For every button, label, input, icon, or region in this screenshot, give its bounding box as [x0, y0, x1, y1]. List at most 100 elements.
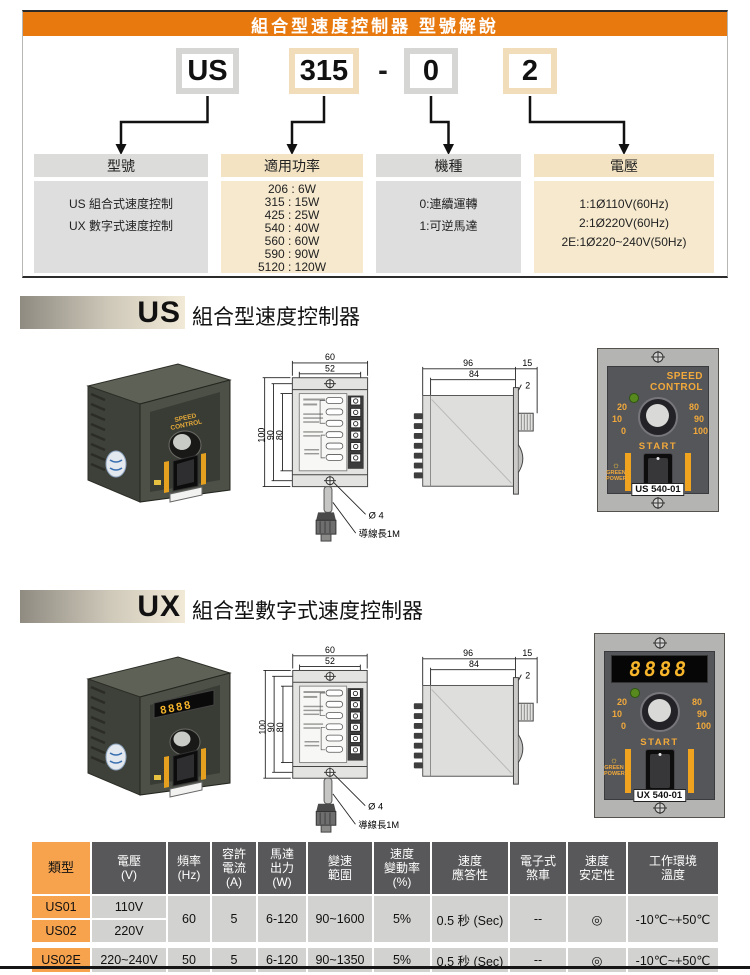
dim-15: 15 [522, 648, 532, 658]
screw-icon [652, 637, 667, 649]
category-option: 5120 : 120W [257, 260, 327, 274]
dim-100: 100 [257, 720, 267, 735]
spec-header-cell: 工作環境 溫度 [628, 842, 718, 894]
scale-label: 10 [612, 414, 623, 424]
hole-dim-label: Ø 4 [368, 802, 383, 812]
spec-cell-voltage: 110V [92, 896, 166, 918]
us-section-title: 組合型速度控制器 [192, 306, 360, 329]
category-option: 1:可逆馬達 [419, 219, 478, 233]
photo-speed-label: SPEED [174, 412, 197, 423]
scale-label: 0 [621, 426, 627, 436]
model-segment-voltage: 2 [503, 48, 557, 94]
dim-84: 84 [469, 369, 479, 379]
brand-sticker [105, 450, 127, 478]
scale-label: 80 [691, 697, 702, 707]
screw-icon [651, 351, 665, 363]
display-digits: 8888 [627, 657, 692, 681]
category-columns: 型號 US 組合式速度控制 UX 數字式速度控制 適用功率 206 : 6W 3… [34, 154, 714, 274]
speed-knob [638, 397, 678, 437]
scale-label: 20 [617, 402, 628, 412]
rear-view-drawing-ux: 60 52 100 90 80 [257, 645, 399, 833]
spec-cell-range: 90~1600 [308, 896, 372, 942]
scale-label: 10 [612, 709, 623, 719]
switch-stripe [685, 453, 691, 491]
spec-cell-brake: -- [510, 896, 566, 942]
dim-84: 84 [469, 659, 479, 669]
spec-header-cell: 電子式 煞車 [510, 842, 566, 894]
model-segment-type: 0 [404, 48, 458, 94]
start-label: START [640, 737, 679, 748]
lamp-icon: ☼ [609, 755, 619, 765]
mount-screw-icon [324, 767, 336, 778]
category-power: 適用功率 206 : 6W 315 : 15W 425 : 25W 540 : … [221, 154, 363, 274]
spec-header-cell: 電壓 (V) [92, 842, 166, 894]
screw-icon [652, 802, 667, 814]
category-options: 0:連續運轉 1:可逆馬達 [376, 181, 521, 273]
ux-product-photo: 8888 [86, 656, 232, 798]
lamp-icon: ☼ [611, 460, 621, 470]
scale-label: 90 [693, 414, 704, 424]
spec-cell-type: US01 [32, 896, 90, 918]
category-option: 206 : 6W [267, 182, 317, 196]
category-option: US 組合式速度控制 [68, 197, 173, 211]
spec-cell-response: 0.5 秒 (Sec) [432, 896, 508, 942]
lead-wire [323, 777, 333, 805]
segment-arrows [115, 96, 630, 155]
category-option: 2E:1Ø220~240V(50Hz) [561, 235, 687, 249]
knob-shaft [517, 702, 534, 722]
start-label: START [638, 441, 678, 452]
dim-60: 60 [325, 645, 335, 655]
category-option: 0:連續運轉 [419, 197, 478, 211]
model-segment-dash: - [378, 54, 388, 87]
spec-row-us02: US02 220V [32, 920, 718, 942]
dim-52: 52 [325, 363, 335, 373]
spec-table: 類型 電壓 (V) 頻率 (Hz) 容許 電流 (A) 馬達 出力 (W) 變速… [30, 840, 720, 974]
spec-header-row: 類型 電壓 (V) 頻率 (Hz) 容許 電流 (A) 馬達 出力 (W) 變速… [32, 842, 718, 894]
model-label-badge: UX 540-01 [632, 789, 687, 802]
category-option: 540 : 40W [264, 221, 320, 235]
category-header: 機種 [376, 154, 521, 177]
spec-cell-freq: 60 [168, 896, 210, 942]
us-section-bar: US [20, 296, 185, 329]
knob-zone: 20 10 0 80 90 100 [608, 393, 708, 441]
spec-cell-output: 6-120 [258, 896, 306, 942]
spec-header-cell: 頻率 (Hz) [168, 842, 210, 894]
ux-section-bar: UX [20, 590, 185, 623]
category-option: 2:1Ø220V(60Hz) [578, 216, 670, 230]
photo-led-display [153, 689, 215, 719]
dim-60: 60 [325, 352, 335, 362]
category-header: 電壓 [534, 154, 714, 177]
spec-row-spacer [32, 944, 718, 946]
knob-zone: 20 10 0 80 90 100 [605, 688, 714, 736]
side-view-drawing-ux: 96 15 84 2 [413, 648, 538, 785]
category-options: 1:1Ø110V(60Hz) 2:1Ø220V(60Hz) 2E:1Ø220~2… [534, 181, 714, 273]
mount-screw-icon [324, 475, 336, 486]
switch-stripe [688, 749, 694, 793]
us-section-code: US [137, 295, 181, 329]
scale-label: 90 [696, 709, 707, 719]
category-options: US 組合式速度控制 UX 數字式速度控制 [34, 181, 208, 273]
category-options: 206 : 6W 315 : 15W 425 : 25W 540 : 40W 5… [221, 181, 363, 274]
scale-label: 100 [692, 426, 708, 436]
spec-cell-current: 5 [212, 896, 256, 942]
led-display: 8888 [611, 655, 708, 683]
rocker-switch [644, 749, 675, 793]
category-voltage: 電壓 1:1Ø110V(60Hz) 2:1Ø220V(60Hz) 2E:1Ø22… [534, 154, 714, 273]
dim-80: 80 [274, 430, 284, 440]
category-option: 425 : 25W [264, 208, 320, 222]
spec-header-cell: 馬達 出力 (W) [258, 842, 306, 894]
dim-52: 52 [325, 656, 335, 666]
power-led-indicator [630, 688, 640, 698]
category-option: UX 數字式速度控制 [68, 219, 173, 233]
spec-cell-temp: -10℃~+50℃ [628, 896, 718, 942]
us-product-photo: SPEED CONTROL [86, 363, 232, 503]
category-header: 適用功率 [221, 154, 363, 177]
dim-2: 2 [525, 381, 530, 391]
category-option: 1:1Ø110V(60Hz) [579, 197, 669, 211]
ux-section-code: UX [137, 589, 181, 623]
